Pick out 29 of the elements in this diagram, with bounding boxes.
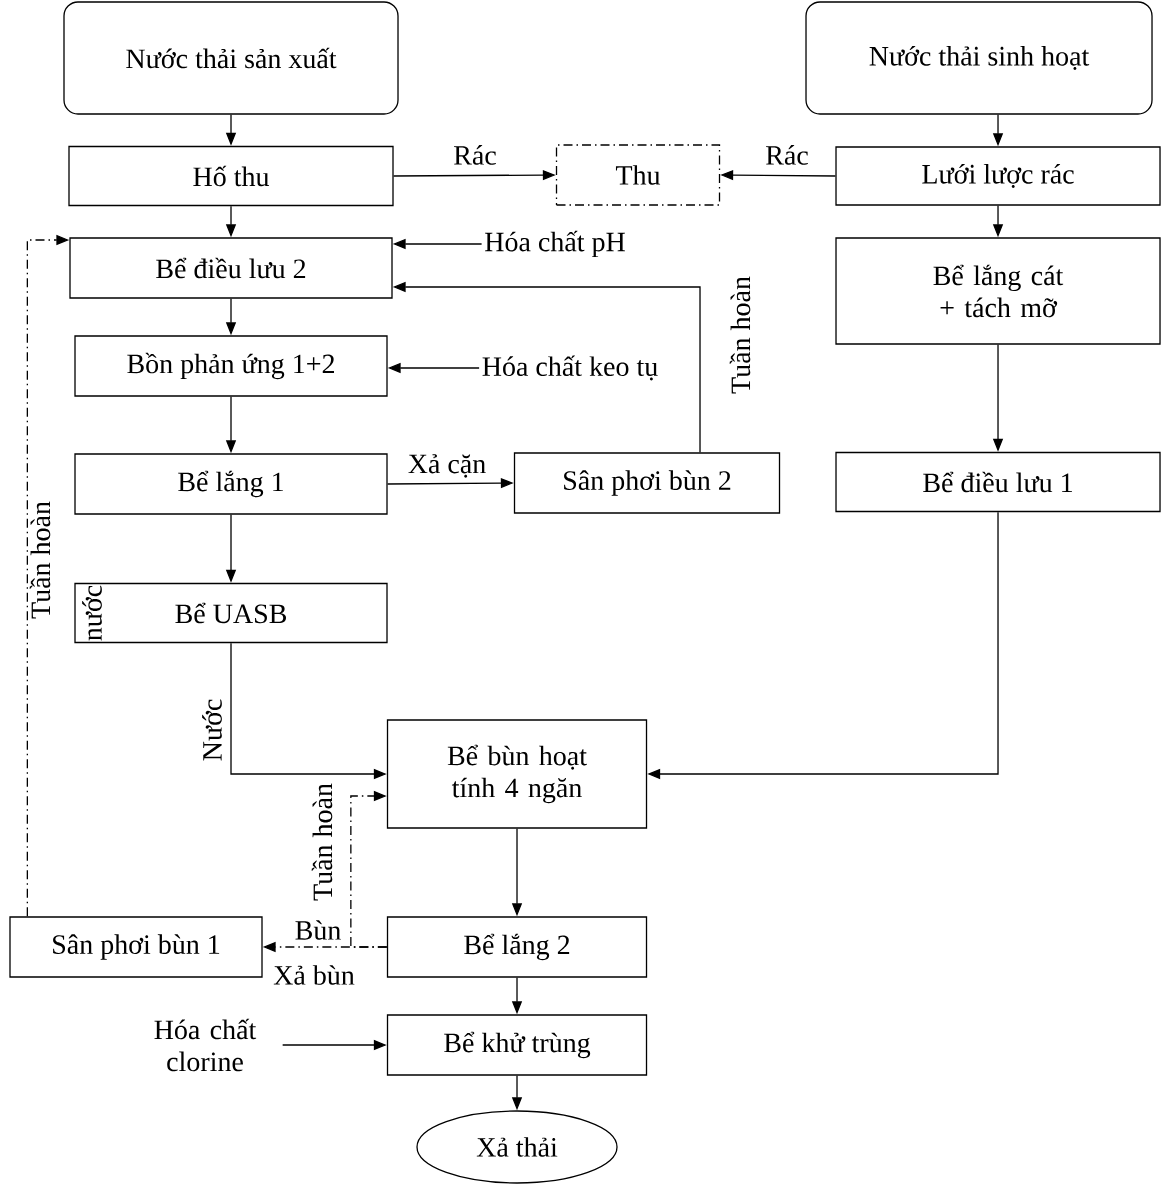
process-box: Bể lắng 2: [386, 916, 648, 978]
edge-label: Xả bùn: [272, 964, 356, 986]
edge-label: Rác: [452, 144, 498, 166]
process-box: Bể lắng cát + tách mỡ: [835, 237, 1161, 345]
process-box: Bồn phản ứng 1+2: [74, 335, 388, 397]
chemical-input-text: Hóa chất clorine: [154, 1018, 257, 1072]
edge-label: Tuần hoàn: [728, 275, 752, 395]
line-label: Bùn: [295, 920, 341, 940]
line-label: nước: [82, 585, 102, 641]
process-box: Lưới lược rác: [835, 146, 1161, 206]
arrow: [350, 790, 388, 948]
edge-label: Tuần hoàn: [28, 500, 52, 620]
process-box: Bể điều lưu 2: [69, 237, 393, 299]
edge-label: Tuần hoàn: [310, 782, 334, 902]
chemical-input-text: Hóa chất pH: [485, 230, 625, 258]
chemical-input-text: Hóa chất keo tụ: [482, 355, 658, 381]
process-box: Hố thu: [68, 145, 394, 207]
edge-label: Rác: [764, 144, 810, 166]
source-box: Nước thải sinh hoạt: [805, 1, 1153, 115]
process-box: Bể khử trùng: [386, 1014, 648, 1076]
edge-label: Nước: [201, 697, 223, 763]
source-box: Nước thải sản xuất: [63, 1, 399, 115]
process-box: Bể bùn hoạt tính 4 ngăn: [386, 719, 648, 829]
process-box: Bể lắng 1: [74, 453, 388, 515]
edge-label: Xả cặn: [406, 453, 488, 479]
process-box: Sân phơi bùn 1: [9, 916, 263, 978]
collection-box: Thu: [555, 144, 721, 206]
process-box: Bể điều lưu 1: [835, 451, 1161, 513]
process-box: Sân phơi bùn 2: [513, 452, 781, 514]
